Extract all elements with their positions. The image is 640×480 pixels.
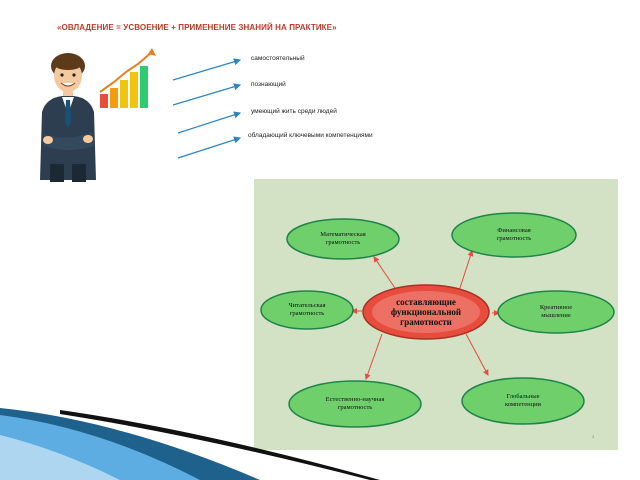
node-science: [288, 380, 422, 428]
node-global: [461, 377, 585, 425]
trait-1: самостоятельный: [251, 55, 305, 62]
arrow-2: [172, 83, 242, 106]
node-reading: [260, 290, 354, 330]
node-math: [286, 218, 400, 260]
trait-4: обладающий ключевыми компетенциями: [248, 132, 373, 139]
arrows-group: [172, 58, 242, 159]
growth-chart-icon: [99, 48, 156, 108]
slide-title: «ОВЛАДЕНИЕ = УСВОЕНИЕ + ПРИМЕНЕНИЕ ЗНАНИ…: [57, 23, 337, 32]
link-finance: [458, 250, 474, 292]
link-global: [465, 333, 489, 376]
link-math: [373, 256, 398, 292]
trait-2: познающий: [251, 81, 286, 88]
link-science: [364, 333, 383, 380]
trait-3: умеющий жить среди людей: [251, 108, 337, 115]
arrow-4: [177, 136, 242, 159]
node-finance: [451, 212, 577, 258]
businessman-illustration: [40, 48, 156, 182]
arrow-3: [177, 111, 242, 134]
decorative-swoosh: [0, 408, 380, 480]
page-number: 3: [592, 434, 595, 439]
node-creative: [497, 290, 615, 334]
arrow-1: [172, 58, 242, 81]
